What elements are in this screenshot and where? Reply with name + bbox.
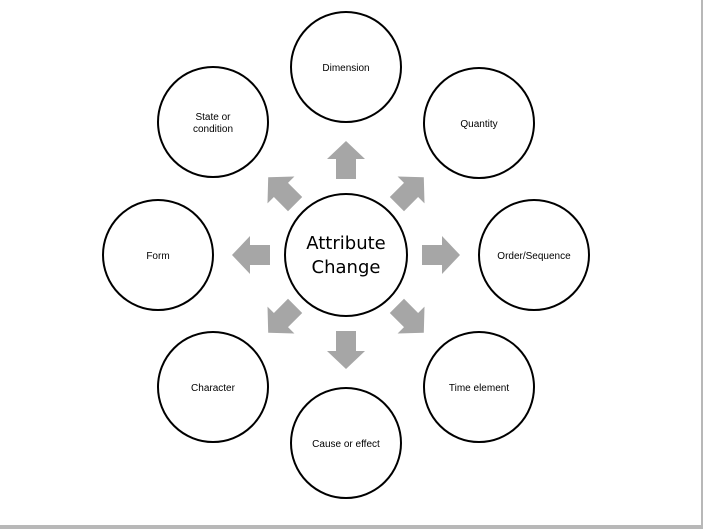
arrow-up-icon: [327, 141, 365, 179]
arrow-right-icon: [422, 236, 460, 274]
node-circle: [290, 11, 402, 123]
arrow-down-left-icon: [267, 298, 303, 334]
center-label-line1: Attribute: [306, 233, 385, 254]
arrow-left-icon: [232, 236, 270, 274]
node-label: Quantity: [460, 119, 497, 130]
node-form: Form: [102, 199, 214, 311]
node-circle: [157, 66, 269, 178]
arrow-up-left-icon: [267, 176, 303, 212]
node-dimension: Dimension: [290, 11, 402, 123]
node-circle: [423, 67, 535, 179]
node-label: Form: [146, 251, 169, 262]
node-circle: [290, 387, 402, 499]
node-label: Dimension: [322, 63, 369, 74]
node-circle: [478, 199, 590, 311]
arrow-down-right-icon: [389, 298, 425, 334]
center-node: Attribute Change: [284, 193, 408, 317]
node-character: Character: [157, 331, 269, 443]
node-label: Cause or effect: [312, 439, 380, 450]
node-label-line1: State or: [195, 112, 231, 123]
node-time-element: Time element: [423, 331, 535, 443]
node-label-line2: condition: [193, 124, 233, 135]
node-cause-or-effect: Cause or effect: [290, 387, 402, 499]
node-circle: [102, 199, 214, 311]
node-circle: [423, 331, 535, 443]
arrow-down-icon: [327, 331, 365, 369]
center-label-line2: Change: [312, 257, 381, 278]
node-quantity: Quantity: [423, 67, 535, 179]
node-label: Character: [191, 383, 236, 394]
center-circle: [284, 193, 408, 317]
node-circle: [157, 331, 269, 443]
arrows-group: [232, 141, 460, 369]
node-state-or-condition: State or condition: [157, 66, 269, 178]
arrow-up-right-icon: [389, 176, 425, 212]
node-order-sequence: Order/Sequence: [478, 199, 590, 311]
node-label: Order/Sequence: [497, 251, 571, 262]
node-label: Time element: [449, 383, 509, 394]
